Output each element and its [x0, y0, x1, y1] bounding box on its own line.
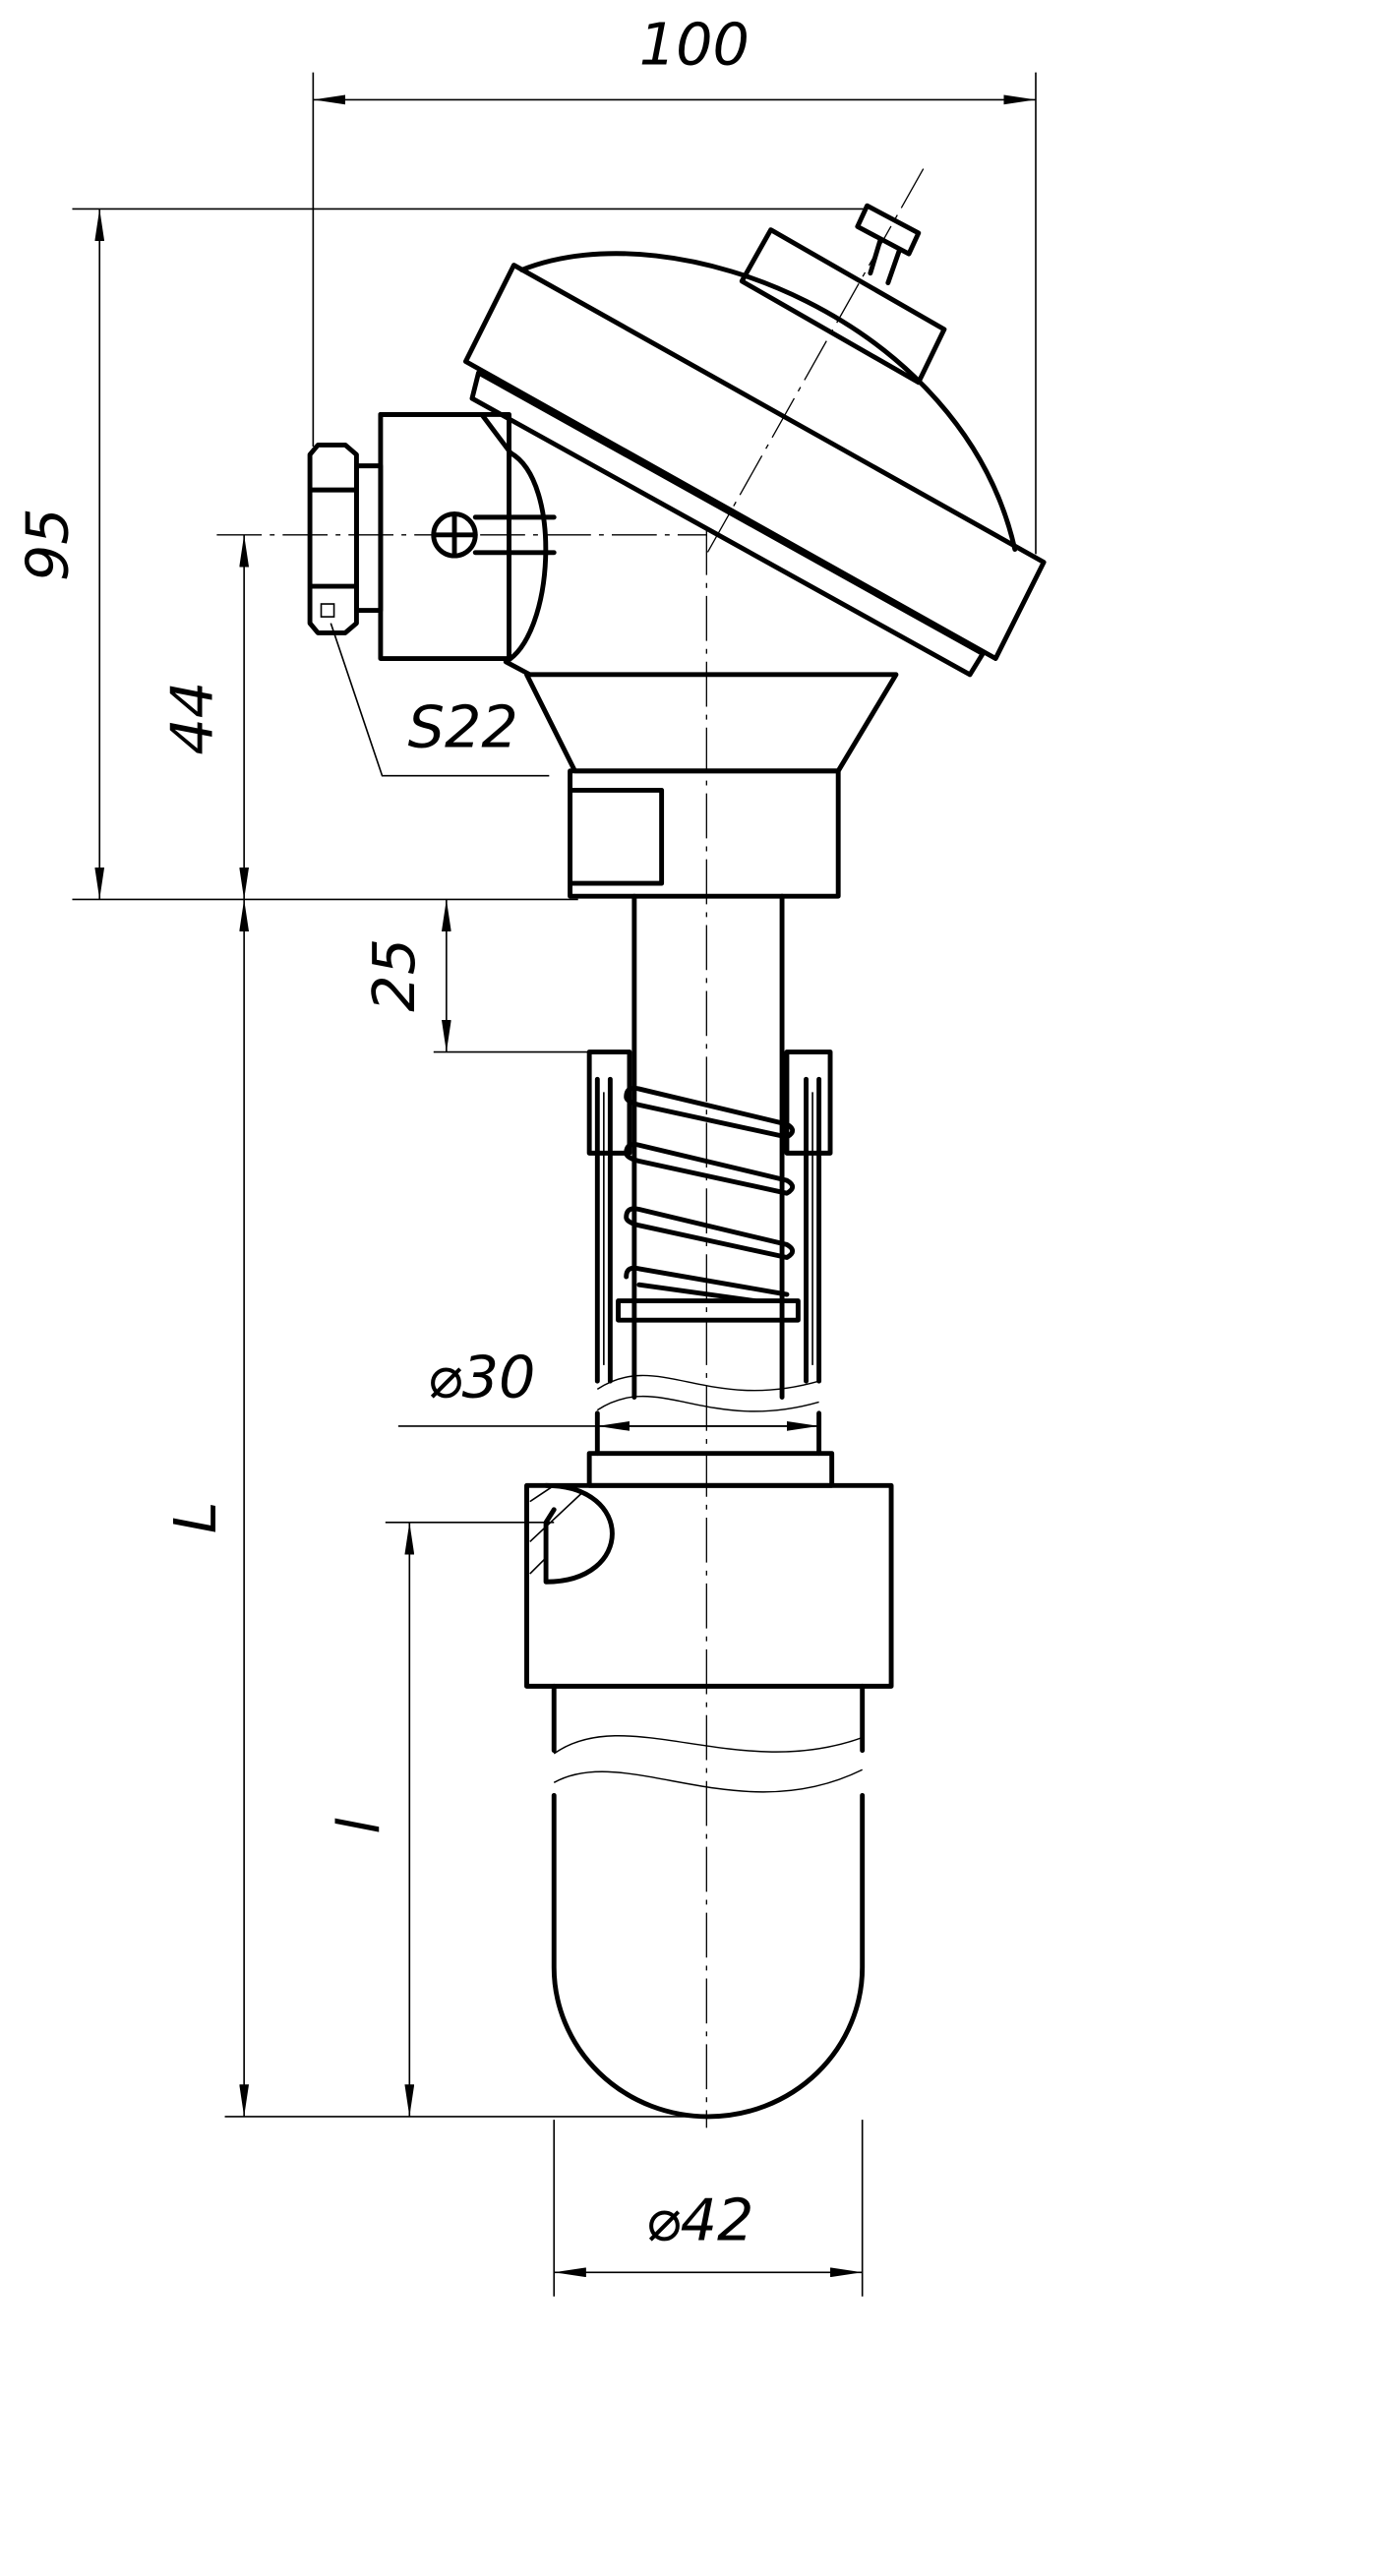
dim-44: 44	[157, 682, 225, 755]
dim-diameter-30: ⌀30	[427, 1344, 535, 1411]
dim-s22: S22	[408, 692, 518, 760]
dim-100: 100	[639, 10, 750, 78]
tube-spring-assembly	[586, 893, 833, 1457]
cable-gland	[307, 411, 557, 661]
dimension-lines: 100 95 44 25 ⌀30 L l ⌀42	[14, 10, 1037, 2297]
wrench-size-callout: S22	[330, 623, 550, 777]
centerlines	[216, 168, 925, 2128]
cable-entry-cap	[739, 227, 947, 386]
dim-l-total: L	[161, 1502, 229, 1534]
connection-head	[462, 203, 1047, 899]
spring	[624, 1085, 796, 1304]
head-body	[503, 450, 899, 774]
protective-pocket	[524, 1451, 894, 2120]
dim-95: 95	[14, 508, 82, 581]
hex-nut	[568, 768, 841, 899]
cap-screw	[855, 203, 922, 285]
dim-25: 25	[360, 938, 428, 1012]
dim-l-immersion: l	[325, 1818, 392, 1834]
dim-diameter-42: ⌀42	[645, 2187, 753, 2254]
